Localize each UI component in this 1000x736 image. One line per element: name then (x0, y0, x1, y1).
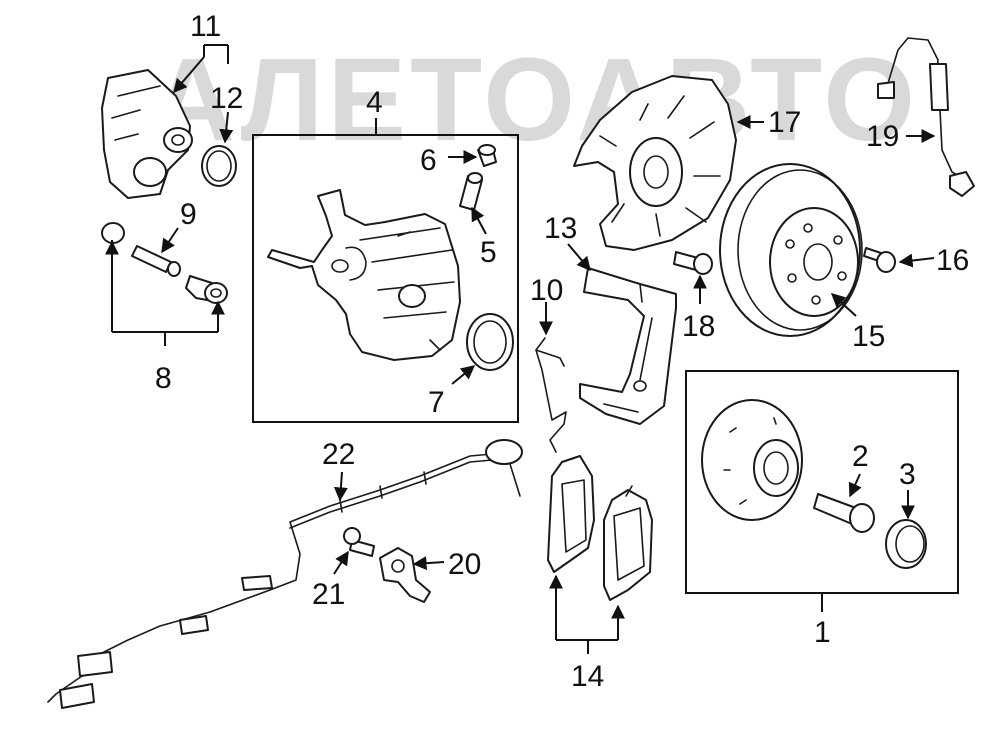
callout-12: 12 (210, 82, 243, 115)
callout-5: 5 (480, 236, 497, 269)
shield-bolt-part[interactable] (673, 251, 713, 275)
bleeder-cap-part[interactable] (477, 144, 497, 167)
callout-16: 16 (936, 244, 969, 277)
callout-1: 1 (814, 616, 831, 649)
callout-20: 20 (448, 548, 481, 581)
callout-2: 2 (852, 440, 869, 473)
watermark-text: АЛЕТОАВТО (150, 34, 919, 166)
callout-13: 13 (544, 212, 577, 245)
guide-pin-part[interactable] (131, 245, 181, 277)
callout-3: 3 (899, 458, 916, 491)
wheel-hub-part[interactable] (701, 399, 803, 521)
brake-motor-part[interactable] (101, 69, 193, 199)
hub-cap-part[interactable] (885, 519, 927, 569)
disc-bolt-part[interactable] (863, 247, 896, 273)
callout-9: 9 (180, 198, 197, 231)
abs-sensor-harness-part[interactable] (47, 439, 523, 709)
motor-seal-ring-part[interactable] (201, 145, 237, 187)
callout-4: 4 (366, 86, 383, 119)
callout-18: 18 (682, 310, 715, 343)
caliper-assembly-box (252, 134, 519, 423)
leader-lines (105, 44, 936, 654)
hub-bolt-part[interactable] (813, 493, 875, 533)
callout-6: 6 (420, 144, 437, 177)
caliper-bracket-part[interactable] (579, 267, 677, 425)
pad-spring-clip-part[interactable] (535, 337, 567, 453)
callout-14: 14 (571, 660, 604, 693)
splash-shield-part[interactable] (573, 75, 737, 251)
brake-hose-part[interactable] (877, 37, 975, 197)
callout-22: 22 (322, 438, 355, 471)
callout-10: 10 (530, 274, 563, 307)
callout-21: 21 (312, 578, 345, 611)
callout-7: 7 (428, 386, 445, 419)
brake-caliper-part[interactable] (267, 189, 461, 361)
brake-pad-inner-part[interactable] (603, 485, 653, 601)
bleeder-screw-part[interactable] (459, 172, 483, 211)
guide-bushing-large-part[interactable] (185, 275, 228, 304)
brake-pad-outer-part[interactable] (547, 455, 595, 573)
piston-seal-part[interactable] (466, 313, 514, 371)
callout-8: 8 (155, 362, 172, 395)
brake-disc-part[interactable] (719, 163, 863, 337)
callout-19: 19 (866, 120, 899, 153)
sensor-bolt-part[interactable] (343, 527, 375, 557)
callout-15: 15 (852, 320, 885, 353)
callout-17: 17 (768, 106, 801, 139)
wheel-speed-sensor-part[interactable] (379, 547, 431, 603)
callout-11: 11 (190, 10, 221, 43)
